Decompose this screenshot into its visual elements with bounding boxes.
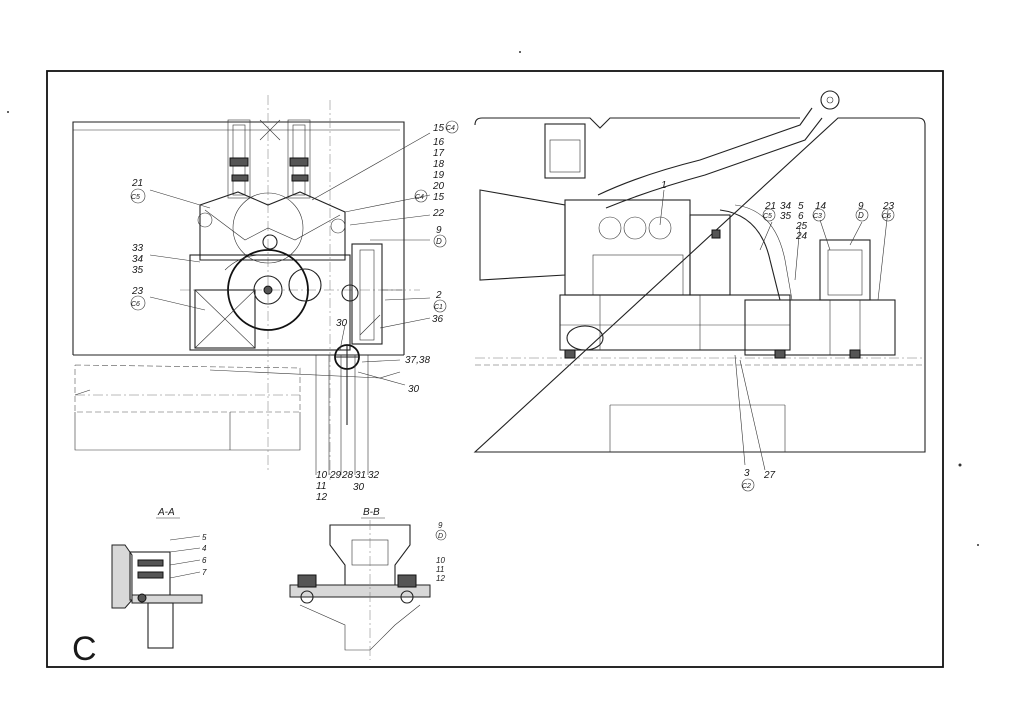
svg-text:24: 24: [795, 231, 808, 242]
svg-text:2: 2: [435, 290, 442, 301]
svg-text:C3: C3: [813, 213, 822, 220]
svg-text:11: 11: [316, 481, 326, 492]
svg-text:C5: C5: [763, 213, 772, 220]
left-view: 15 C4 16 17 18 19 20 C4 15 22 9 D 21 C5 …: [72, 95, 459, 503]
svg-text:12: 12: [436, 574, 445, 583]
svg-text:9: 9: [436, 225, 442, 236]
svg-text:10: 10: [436, 556, 445, 565]
svg-text:C4: C4: [446, 125, 455, 132]
svg-text:21: 21: [764, 201, 776, 212]
svg-text:9: 9: [858, 201, 864, 212]
svg-text:7: 7: [202, 568, 207, 577]
svg-text:18: 18: [433, 159, 445, 170]
svg-text:35: 35: [132, 265, 144, 276]
svg-text:A-A: A-A: [157, 507, 175, 518]
svg-text:32: 32: [368, 470, 380, 481]
section-b-b: B-B 9 D 10 11 12: [289, 507, 447, 660]
section-a-a: A-A 5 4 6 7: [111, 507, 207, 649]
svg-text:23: 23: [882, 201, 895, 212]
svg-text:D: D: [858, 211, 864, 220]
svg-text:29: 29: [329, 470, 342, 481]
svg-text:30: 30: [353, 482, 365, 493]
svg-text:6: 6: [798, 211, 804, 222]
svg-text:31: 31: [355, 470, 366, 481]
svg-text:11: 11: [436, 565, 444, 574]
svg-text:C4: C4: [415, 194, 424, 201]
svg-text:34: 34: [780, 201, 792, 212]
svg-text:20: 20: [432, 181, 445, 192]
svg-text:10: 10: [316, 470, 328, 481]
svg-text:4: 4: [202, 544, 207, 553]
svg-text:15: 15: [433, 192, 445, 203]
svg-text:36: 36: [432, 314, 444, 325]
svg-text:19: 19: [433, 170, 445, 181]
svg-text:D: D: [436, 237, 442, 246]
svg-text:14: 14: [815, 201, 827, 212]
svg-text:B-B: B-B: [363, 507, 380, 518]
svg-text:9: 9: [438, 521, 443, 530]
svg-text:34: 34: [132, 254, 144, 265]
svg-text:23: 23: [131, 286, 144, 297]
right-view: 1 21 C5 34 35 5 6 25 24 14 C3 9 D 23 C6 …: [473, 90, 926, 492]
label-15: 15: [433, 123, 445, 134]
svg-text:1: 1: [661, 180, 667, 191]
svg-text:C2: C2: [742, 483, 751, 490]
svg-text:30: 30: [408, 384, 420, 395]
svg-text:28: 28: [341, 470, 354, 481]
svg-text:5: 5: [798, 201, 804, 212]
svg-text:27: 27: [763, 470, 776, 481]
svg-text:3: 3: [744, 468, 750, 479]
svg-text:16: 16: [433, 137, 445, 148]
svg-text:C1: C1: [434, 304, 443, 311]
svg-text:C5: C5: [131, 194, 140, 201]
svg-text:25: 25: [795, 221, 808, 232]
sheet-letter: C: [72, 630, 97, 668]
svg-text:35: 35: [780, 211, 792, 222]
svg-text:33: 33: [132, 243, 144, 254]
svg-text:6: 6: [202, 556, 207, 565]
svg-text:5: 5: [202, 533, 207, 542]
svg-text:C6: C6: [882, 213, 891, 220]
sheet-border: [46, 70, 944, 668]
svg-text:37,38: 37,38: [405, 355, 430, 366]
svg-text:D: D: [438, 533, 443, 540]
svg-text:21: 21: [131, 178, 143, 189]
svg-text:C6: C6: [131, 301, 140, 308]
svg-text:30: 30: [336, 318, 348, 329]
svg-text:22: 22: [432, 208, 445, 219]
svg-text:17: 17: [433, 148, 445, 159]
svg-text:12: 12: [316, 492, 328, 503]
